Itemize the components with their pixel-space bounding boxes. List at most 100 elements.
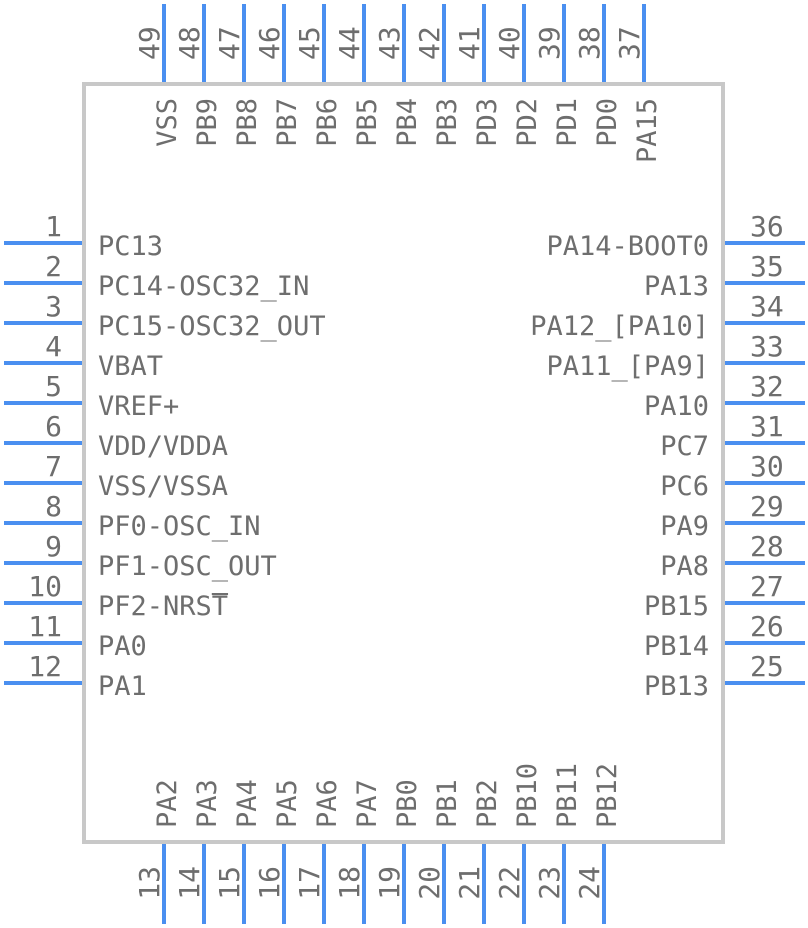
- pin-number-48: 48: [173, 26, 206, 60]
- pin-number-1: 1: [45, 210, 62, 243]
- pin-number-30: 30: [750, 450, 784, 483]
- pin-name-2: PC14-OSC32_IN: [98, 271, 309, 302]
- pin-name-10: PF2-NRST: [98, 591, 228, 622]
- pin-name-35: PA13: [644, 271, 709, 302]
- pin-name-42: PB3: [432, 98, 463, 147]
- pin-name-30: PC6: [660, 471, 709, 502]
- pin-number-26: 26: [750, 610, 784, 643]
- pin-name-21: PB2: [472, 779, 503, 828]
- pin-number-15: 15: [213, 866, 246, 900]
- pin-number-44: 44: [333, 26, 366, 60]
- pin-number-29: 29: [750, 490, 784, 523]
- pin-name-46: PB7: [272, 98, 303, 147]
- pin-number-36: 36: [750, 210, 784, 243]
- pin-name-32: PA10: [644, 391, 709, 422]
- pin-number-17: 17: [293, 866, 326, 900]
- chip-body: [82, 82, 725, 844]
- pin-name-36: PA14-BOOT0: [546, 231, 709, 262]
- pin-number-47: 47: [213, 26, 246, 60]
- pin-number-46: 46: [253, 26, 286, 60]
- labels-layer: 1PC132PC14-OSC32_IN3PC15-OSC32_OUT4VBAT5…: [28, 26, 783, 899]
- pin-name-25: PB13: [644, 671, 709, 702]
- pin-name-41: PD3: [472, 98, 503, 147]
- pin-name-16: PA5: [272, 779, 303, 828]
- pin-name-11: PA0: [98, 631, 147, 662]
- pin-number-33: 33: [750, 330, 784, 363]
- pin-number-31: 31: [750, 410, 784, 443]
- pin-name-27: PB15: [644, 591, 709, 622]
- pin-number-25: 25: [750, 650, 784, 683]
- pin-name-34: PA12_[PA10]: [530, 311, 709, 342]
- pin-name-4: VBAT: [98, 351, 163, 382]
- pin-name-31: PC7: [660, 431, 709, 462]
- pin-number-16: 16: [253, 866, 286, 900]
- pin-number-2: 2: [45, 250, 62, 283]
- pin-number-27: 27: [750, 570, 784, 603]
- pin-number-20: 20: [413, 866, 446, 900]
- pin-number-24: 24: [573, 866, 606, 900]
- pin-name-49: VSS: [152, 98, 183, 147]
- pin-number-42: 42: [413, 26, 446, 60]
- pin-name-29: PA9: [660, 511, 709, 542]
- pin-number-5: 5: [45, 370, 62, 403]
- pin-number-22: 22: [493, 866, 526, 900]
- pin-number-7: 7: [45, 450, 62, 483]
- pin-number-4: 4: [45, 330, 62, 363]
- pin-number-8: 8: [45, 490, 62, 523]
- pin-name-8: PF0-OSC_IN: [98, 511, 261, 542]
- pin-number-14: 14: [173, 866, 206, 900]
- pin-number-45: 45: [293, 26, 326, 60]
- pin-name-20: PB1: [432, 779, 463, 828]
- pin-number-9: 9: [45, 530, 62, 563]
- pin-name-48: PB9: [192, 98, 223, 147]
- pin-number-37: 37: [613, 26, 646, 60]
- pin-number-18: 18: [333, 866, 366, 900]
- pin-name-37: PA15: [632, 98, 663, 163]
- pin-name-22: PB10: [512, 763, 543, 828]
- pin-name-40: PD2: [512, 98, 543, 147]
- pin-name-45: PB6: [312, 98, 343, 147]
- pin-number-12: 12: [28, 650, 62, 683]
- pin-name-38: PD0: [592, 98, 623, 147]
- pin-number-32: 32: [750, 370, 784, 403]
- pin-number-39: 39: [533, 26, 566, 60]
- pin-name-24: PB12: [592, 763, 623, 828]
- pin-name-18: PA7: [352, 779, 383, 828]
- pin-name-39: PD1: [552, 98, 583, 147]
- pin-name-13: PA2: [152, 779, 183, 828]
- pin-number-23: 23: [533, 866, 566, 900]
- pin-name-7: VSS/VSSA: [98, 471, 228, 502]
- pin-number-10: 10: [28, 570, 62, 603]
- pin-number-34: 34: [750, 290, 784, 323]
- pin-name-28: PA8: [660, 551, 709, 582]
- pin-number-28: 28: [750, 530, 784, 563]
- pin-name-43: PB4: [392, 98, 423, 147]
- pin-name-26: PB14: [644, 631, 709, 662]
- pins-layer: [4, 4, 805, 924]
- pin-number-43: 43: [373, 26, 406, 60]
- pin-name-44: PB5: [352, 98, 383, 147]
- pin-name-47: PB8: [232, 98, 263, 147]
- pin-number-11: 11: [28, 610, 62, 643]
- pin-name-23: PB11: [552, 763, 583, 828]
- pin-name-17: PA6: [312, 779, 343, 828]
- pin-name-5: VREF+: [98, 391, 179, 422]
- pin-number-49: 49: [133, 26, 166, 60]
- pin-name-33: PA11_[PA9]: [546, 351, 709, 382]
- pin-number-6: 6: [45, 410, 62, 443]
- pin-number-13: 13: [133, 866, 166, 900]
- pin-name-9: PF1-OSC_OUT: [98, 551, 277, 582]
- pin-number-38: 38: [573, 26, 606, 60]
- pin-number-40: 40: [493, 26, 526, 60]
- pin-name-19: PB0: [392, 779, 423, 828]
- pin-number-35: 35: [750, 250, 784, 283]
- pin-name-14: PA3: [192, 779, 223, 828]
- pin-number-19: 19: [373, 866, 406, 900]
- pin-name-1: PC13: [98, 231, 163, 262]
- pin-number-41: 41: [453, 26, 486, 60]
- pin-number-21: 21: [453, 866, 486, 900]
- pin-name-6: VDD/VDDA: [98, 431, 228, 462]
- pin-name-12: PA1: [98, 671, 147, 702]
